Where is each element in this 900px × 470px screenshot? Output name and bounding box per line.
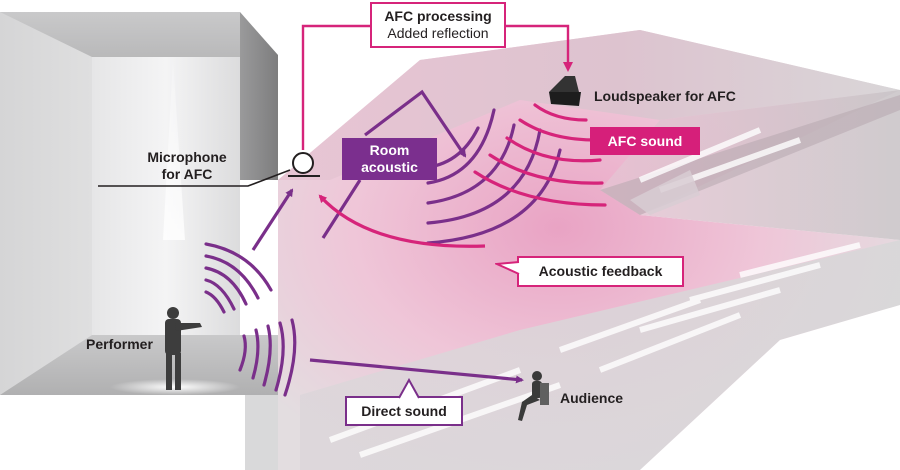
- microphone-label-line2: for AFC: [161, 166, 213, 182]
- room-acoustic-waves: [420, 108, 562, 245]
- acoustic-feedback-callout-tail: [495, 261, 520, 275]
- direct-sound-arrow: [309, 358, 524, 384]
- room-acoustic-line1: Room: [369, 142, 410, 158]
- direct-to-mic-arrow: [251, 188, 294, 251]
- afc-processing-title: AFC processing: [384, 8, 492, 24]
- room-acoustic-box: Room acoustic: [342, 138, 437, 180]
- processing-to-speaker-arrowhead: [563, 62, 573, 72]
- afc-sound-box: AFC sound: [590, 127, 700, 155]
- room-acoustic-line2: acoustic: [361, 159, 418, 175]
- audience-label: Audience: [560, 390, 624, 406]
- direct-sound-box: Direct sound: [345, 396, 463, 426]
- violinist-figure: [165, 307, 202, 390]
- loudspeaker-label: Loudspeaker for AFC: [594, 88, 736, 104]
- stage-room: [0, 12, 300, 470]
- performer-waves: [204, 242, 297, 397]
- acoustic-feedback-box: Acoustic feedback: [517, 256, 684, 287]
- microphone-label-line1: Microphone: [147, 149, 227, 165]
- loudspeaker-icon: [549, 76, 581, 106]
- microphone-label: Microphone for AFC: [132, 149, 242, 183]
- direct-sound-label: Direct sound: [361, 402, 447, 419]
- direct-sound-callout-tail: [398, 378, 420, 399]
- performer-label: Performer: [86, 336, 153, 352]
- afc-processing-subtitle: Added reflection: [387, 25, 489, 41]
- afc-processing-box: AFC processing Added reflection: [370, 2, 506, 48]
- room-acoustic-reflection: [321, 89, 467, 239]
- acoustic-feedback-label: Acoustic feedback: [538, 263, 663, 279]
- afc-processing-path: [301, 24, 570, 150]
- microphone-icon: [98, 152, 320, 187]
- afc-sound-label: AFC sound: [607, 132, 683, 149]
- afc-sound-waves: [473, 103, 607, 207]
- seated-person-figure: [518, 371, 549, 421]
- acoustic-feedback-arrow: [318, 194, 486, 248]
